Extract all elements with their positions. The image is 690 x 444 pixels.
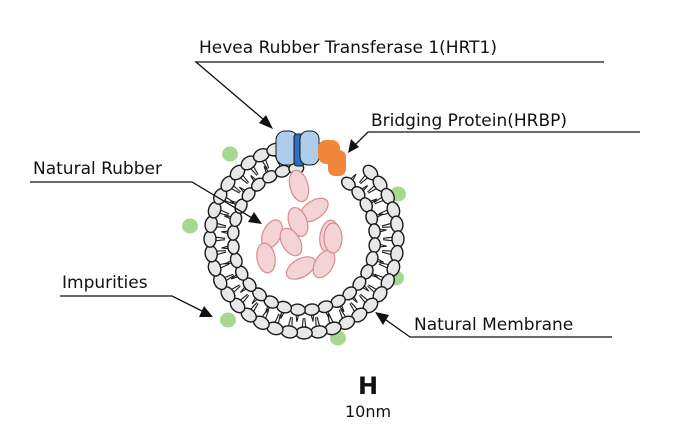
natural-membrane-label: Natural Membrane [414,315,573,335]
rubber-segment [279,227,303,257]
lipid-head-inner [227,238,240,255]
natural-rubber-label: Natural Rubber [33,159,162,179]
natural-rubber-arrowhead [248,212,262,224]
natural-rubber-leader-line [30,181,258,222]
lipid-head-inner [368,237,382,254]
rubber-segment [323,222,343,254]
natural-membrane-leader-line [378,314,612,338]
lipid-head-inner [289,303,306,317]
scale-bar-label: 10nm [345,402,391,421]
impurities-label: Impurities [62,273,148,293]
impurity-dot [222,146,238,162]
hrt1-label: Hevea Rubber Transferase 1(HRT1) [199,38,497,58]
hrbp-arrowhead [348,139,359,153]
hrt1-arrowhead [259,115,273,129]
impurities-leader-line [60,295,209,315]
hrt1-protein [275,130,320,167]
hrbp-leader-line [350,131,640,150]
natural-rubber-chains [256,169,343,280]
hrbp-label: Bridging Protein(HRBP) [371,111,567,131]
hrt1-right-subunit [299,130,320,166]
leader-lines [30,61,640,338]
impurity-dot [220,312,236,328]
scale-bar: H 10nm [345,372,391,421]
lipid-head-outer [295,326,313,340]
rubber-segment [256,242,276,274]
lipid-head-inner [368,223,381,240]
lipid-head-inner [226,224,240,241]
lipid-head-inner [303,303,320,316]
lipid-head-outer [203,230,217,248]
rubber-segment [288,169,310,203]
natural-membrane-bilayer [203,139,405,340]
lipid-head-outer [391,230,405,248]
hrt1-leader-line [194,61,604,126]
scale-bar-glyph: H [358,372,378,400]
hrbp-lower-subunit [328,150,346,176]
impurities-arrowhead [199,306,213,317]
hrbp-protein [318,140,346,176]
rubber-segment [287,206,309,238]
impurity-dot [182,218,198,234]
natural-membrane-arrowhead [375,312,389,325]
rubber-segment [285,256,317,280]
